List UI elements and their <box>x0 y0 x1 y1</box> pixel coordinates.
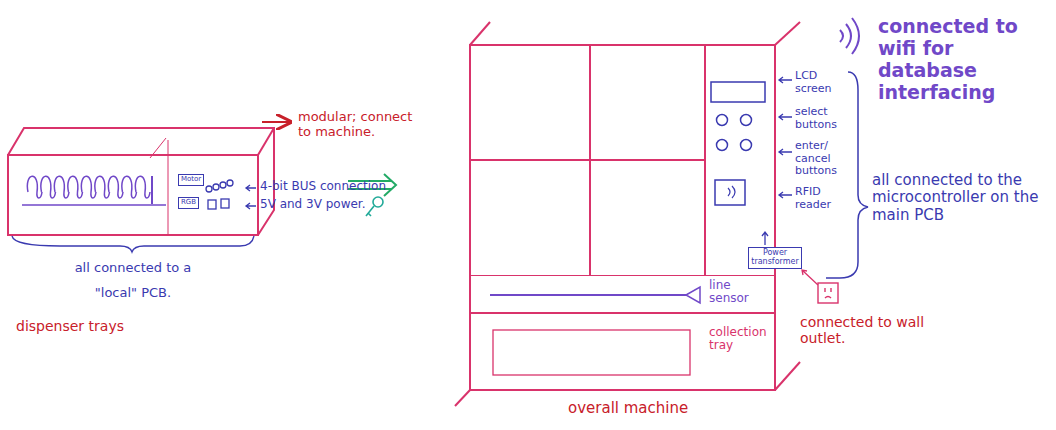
figure-caption: overall machine <box>568 400 728 417</box>
rgb-box: RGB <box>178 197 199 209</box>
callout-text: select buttons <box>795 106 847 131</box>
sensor-band: line sensor <box>470 275 775 313</box>
note-text: all connected to a "local" PCB. <box>74 256 192 305</box>
box-label: line sensor <box>709 279 771 305</box>
coil-stop <box>151 176 153 204</box>
box-label: Power transformer <box>751 249 799 267</box>
box-label: Motor <box>181 176 201 184</box>
note-text: connected to wifi for database interfaci… <box>878 16 1050 103</box>
figure-caption: dispenser trays <box>16 318 176 334</box>
callout-text: 4-bit BUS connection <box>260 180 460 194</box>
box-label: RGB <box>181 199 196 207</box>
control-panel <box>711 82 765 205</box>
sensor-beam <box>490 294 686 296</box>
tray-floor <box>22 204 166 206</box>
motor-box: Motor <box>178 174 204 186</box>
coil-winding <box>27 176 150 198</box>
bus-pins <box>206 180 233 209</box>
note-text: modular; connect to machine. <box>298 110 423 140</box>
callout-text: RFID reader <box>795 186 847 211</box>
dispenser-housing <box>8 128 274 235</box>
collection-tray: collection tray <box>470 313 775 390</box>
machine-housing <box>455 22 800 406</box>
note-text: connected to wall outlet. <box>800 314 950 346</box>
transformer-box: Power transformer <box>748 247 802 269</box>
key-symbol <box>366 197 383 216</box>
note-text: all connected to the microcontroller on … <box>872 172 1042 224</box>
box-label: collection tray <box>709 326 771 352</box>
wifi-symbol <box>840 18 859 54</box>
note-arrow <box>262 121 290 123</box>
callout-text: enter/ cancel buttons <box>795 140 851 178</box>
callout-text: 5V and 3V power. <box>260 198 420 212</box>
wall-outlet <box>818 283 838 303</box>
bracket <box>12 236 254 252</box>
coil-spring <box>27 176 150 198</box>
leader-arrows <box>246 185 256 209</box>
sensor-emitter <box>686 287 700 303</box>
callout-text: LCD screen <box>795 70 847 95</box>
